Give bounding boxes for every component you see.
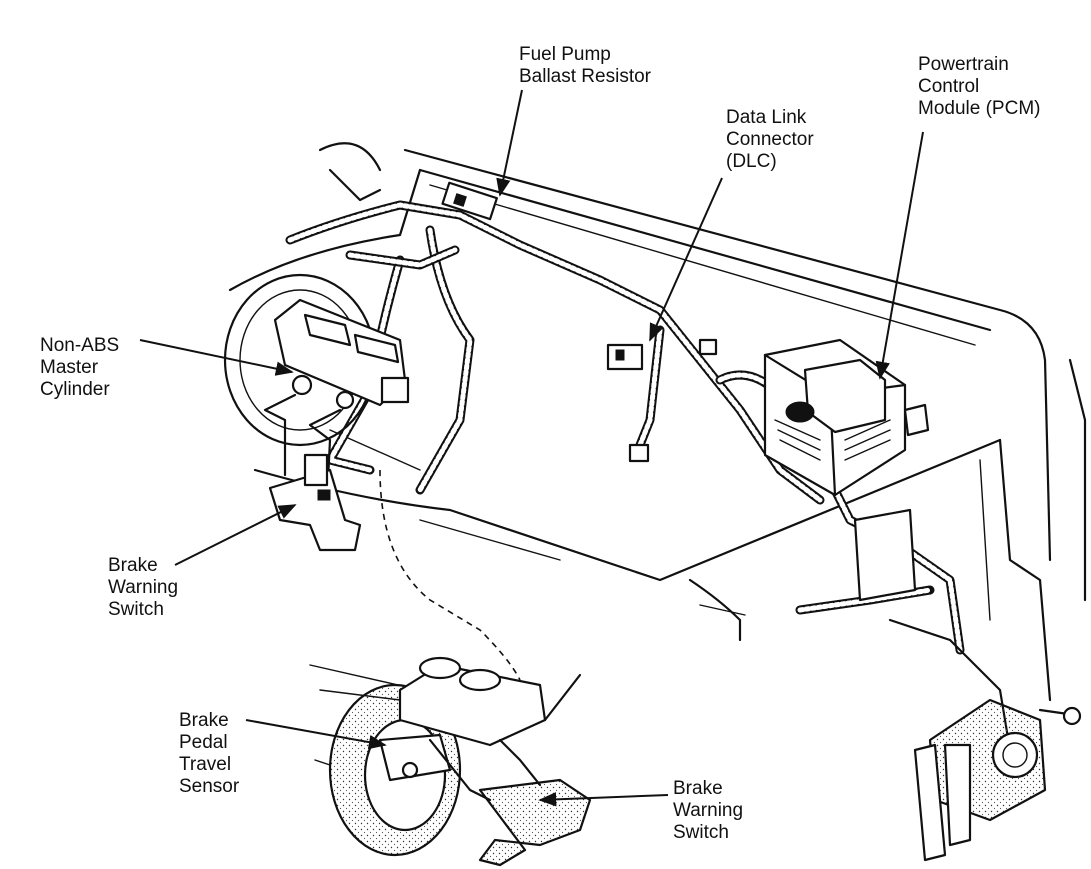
lower-brake-assembly bbox=[309, 656, 592, 867]
fuel-pump-ballast-resistor bbox=[441, 181, 498, 221]
label-brake-pedal-travel-sensor: Brake Pedal Travel Sensor bbox=[179, 710, 239, 798]
label-line: Fuel Pump bbox=[519, 44, 611, 65]
label-line: Cylinder bbox=[40, 379, 110, 400]
pcm-module bbox=[763, 338, 930, 497]
label-line: Warning bbox=[108, 577, 179, 598]
label-line: Master bbox=[40, 357, 99, 378]
label-line: Brake bbox=[108, 555, 158, 576]
label-line: Switch bbox=[108, 599, 164, 620]
label-line: Sensor bbox=[179, 776, 240, 797]
leader-lines bbox=[139, 89, 924, 807]
label-line: (DLC) bbox=[726, 151, 777, 172]
label-brake-warning-switch-upper: Brake Warning Switch bbox=[108, 555, 178, 621]
brake-warning-switch-upper bbox=[268, 453, 362, 552]
data-link-connector bbox=[606, 338, 718, 463]
label-non-abs-master-cylinder: Non-ABS Master Cylinder bbox=[40, 335, 119, 401]
label-line: Connector bbox=[726, 129, 814, 150]
label-line: Data Link bbox=[726, 107, 807, 128]
label-line: Module (PCM) bbox=[918, 98, 1041, 119]
right-side-bracket-assembly bbox=[853, 508, 1082, 862]
label-line: Brake bbox=[673, 778, 723, 799]
non-abs-master-cylinder bbox=[223, 273, 410, 482]
label-data-link-connector: Data Link Connector (DLC) bbox=[726, 107, 814, 173]
label-line: Travel bbox=[179, 754, 232, 775]
label-line: Non-ABS bbox=[40, 335, 120, 356]
label-fuel-pump-ballast-resistor: Fuel Pump Ballast Resistor bbox=[519, 44, 651, 88]
label-line: Control bbox=[918, 76, 980, 97]
label-line: Brake bbox=[179, 710, 229, 731]
label-line: Powertrain bbox=[918, 54, 1009, 75]
label-line: Warning bbox=[673, 800, 744, 821]
label-brake-warning-switch-lower: Brake Warning Switch bbox=[673, 778, 743, 844]
label-line: Switch bbox=[673, 822, 729, 843]
label-line: Pedal bbox=[179, 732, 228, 753]
label-line: Ballast Resistor bbox=[519, 66, 651, 87]
dashed-brake-line bbox=[379, 469, 521, 681]
label-powertrain-control-module: Powertrain Control Module (PCM) bbox=[918, 54, 1040, 120]
